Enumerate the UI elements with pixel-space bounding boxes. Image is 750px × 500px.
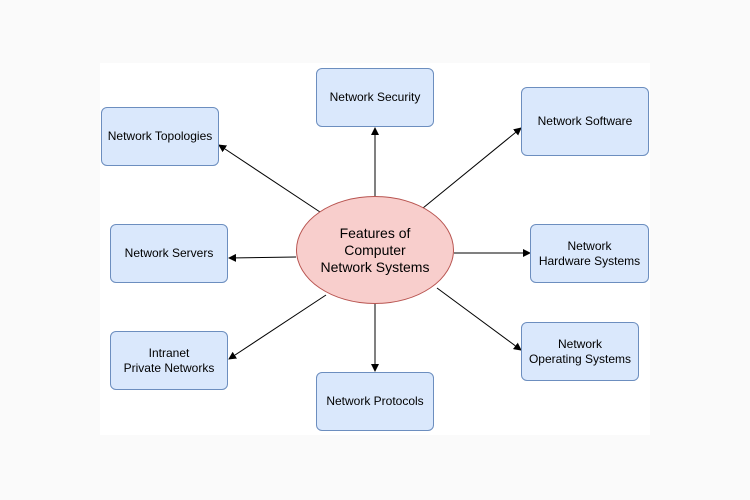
node-network-protocols: Network Protocols xyxy=(316,372,434,431)
edge-to-network-operating-systems xyxy=(436,287,522,351)
edge-to-network-servers xyxy=(228,253,297,262)
edge-to-network-software xyxy=(422,127,522,209)
edge-to-network-topologies xyxy=(218,144,321,213)
center-node-features: Features of Computer Network Systems xyxy=(296,196,454,304)
node-intranet-private-networks: Intranet Private Networks xyxy=(110,331,228,390)
node-network-topologies: Network Topologies xyxy=(101,107,219,166)
node-network-servers: Network Servers xyxy=(110,224,228,283)
node-network-hardware-systems: Network Hardware Systems xyxy=(530,224,649,283)
edge-to-intranet-private-networks xyxy=(228,294,327,360)
node-network-security: Network Security xyxy=(316,68,434,127)
node-network-operating-systems: Network Operating Systems xyxy=(521,322,639,381)
node-network-software: Network Software xyxy=(521,87,649,156)
